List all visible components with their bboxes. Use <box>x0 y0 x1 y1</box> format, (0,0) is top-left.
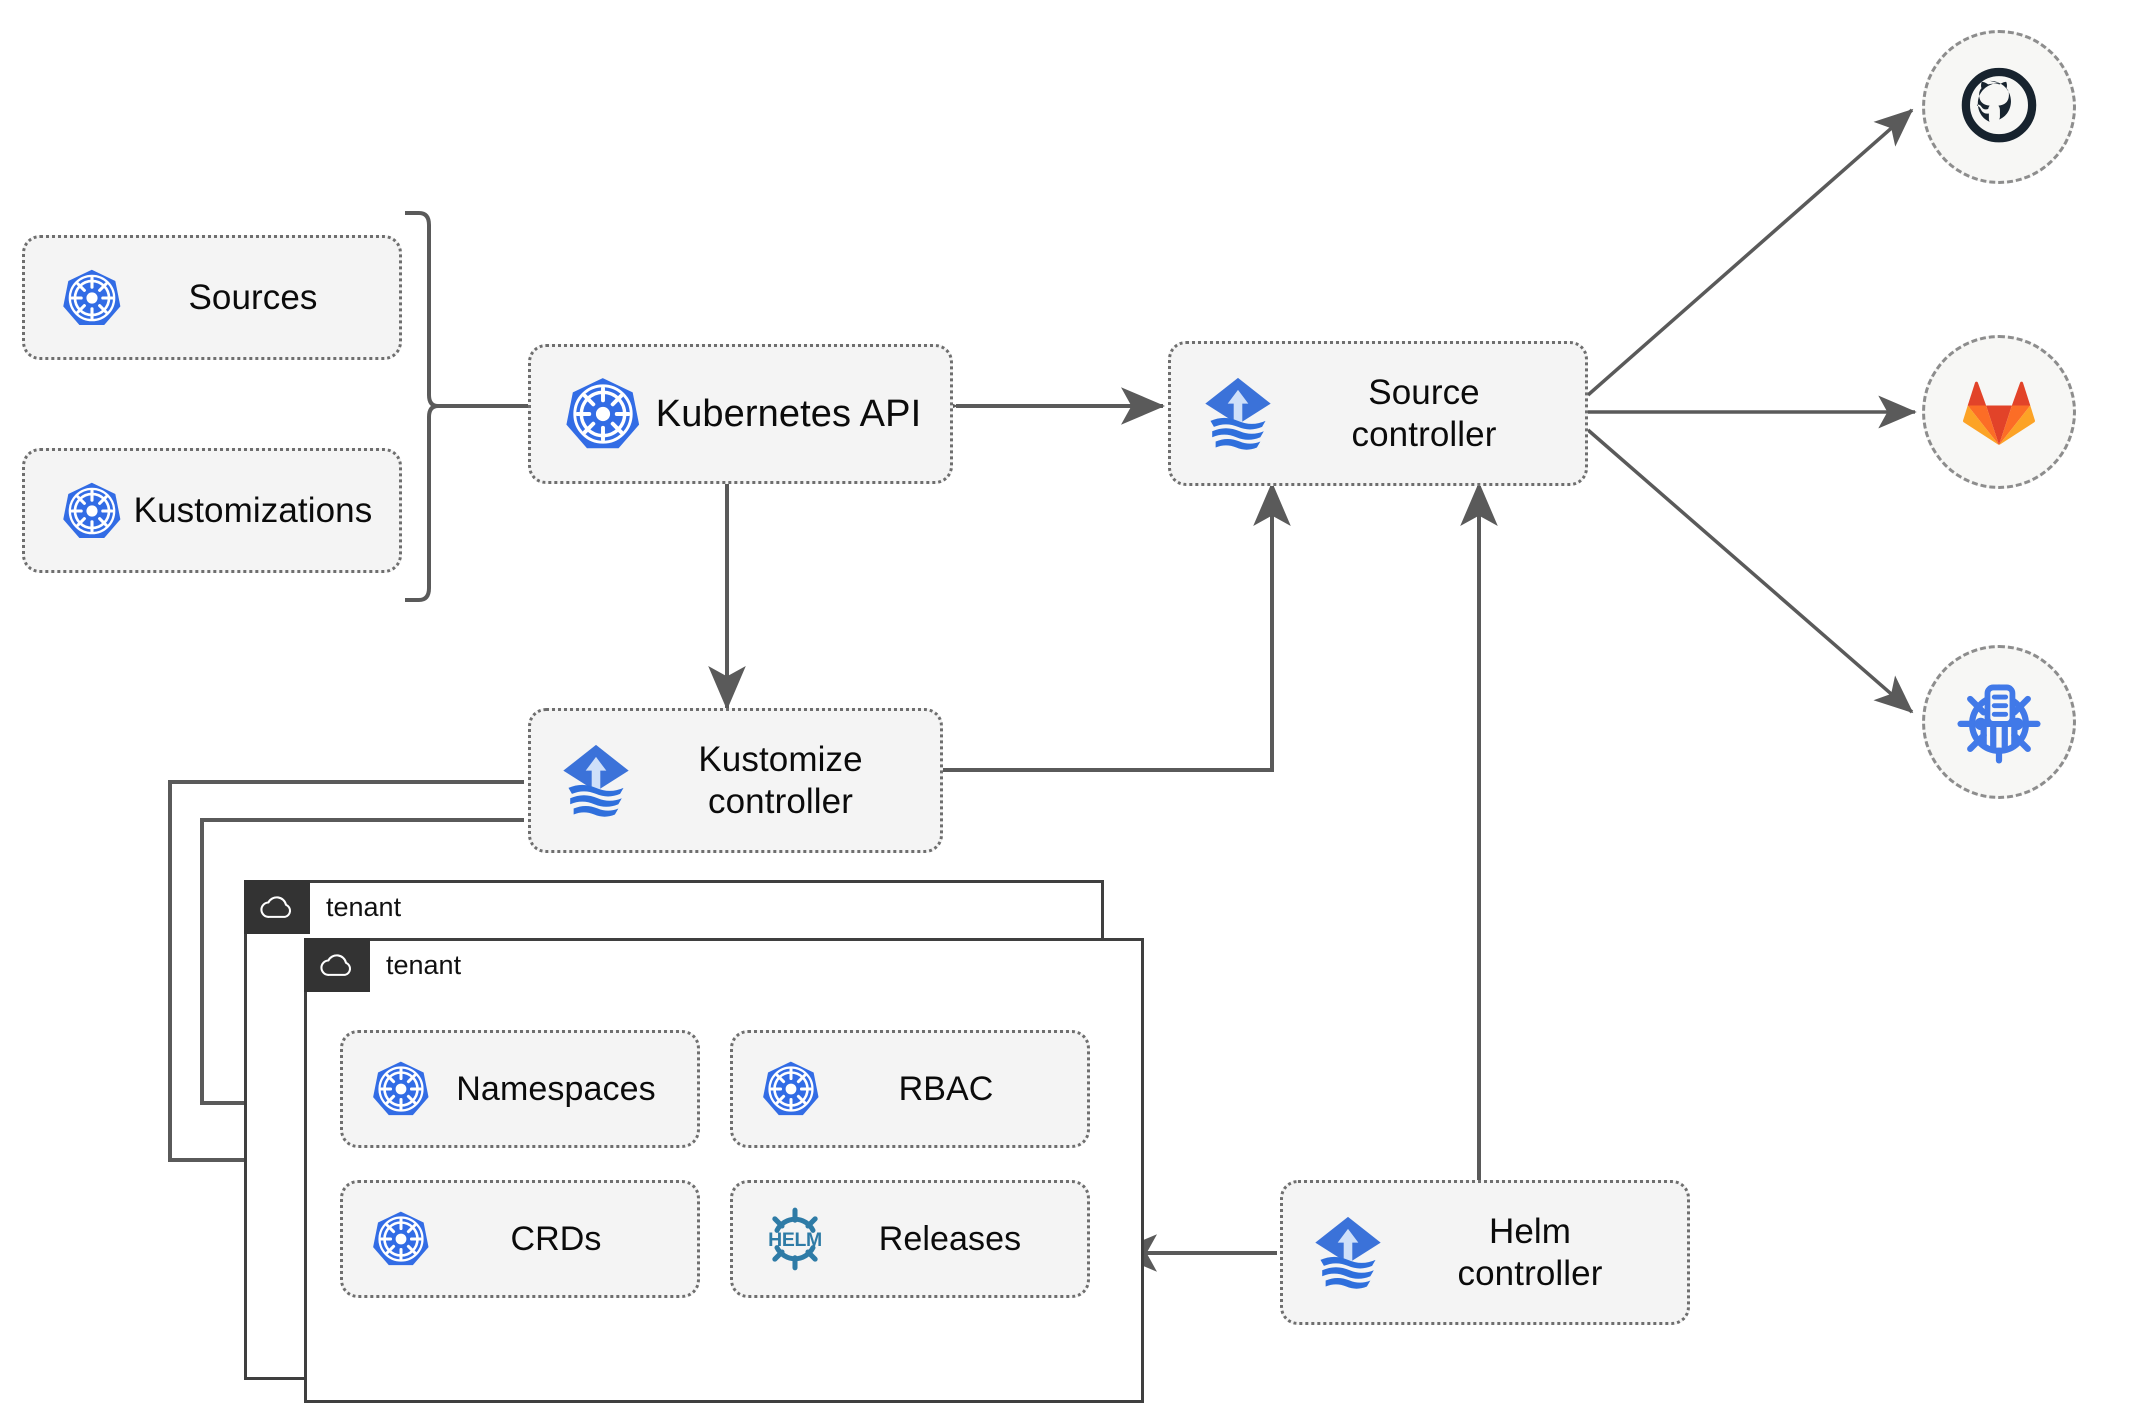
endpoint-github[interactable] <box>1922 30 2076 184</box>
node-namespaces[interactable]: Namespaces <box>340 1030 700 1148</box>
node-label: Releases <box>878 1219 1022 1258</box>
tenant-header: tenant <box>244 880 401 934</box>
node-label: Kubernetes API <box>655 392 922 435</box>
node-crds[interactable]: CRDs <box>340 1180 700 1298</box>
kubernetes-icon <box>369 1207 433 1271</box>
kubernetes-icon <box>59 265 125 331</box>
node-kubernetes-api[interactable]: Kubernetes API <box>528 344 953 484</box>
node-sources[interactable]: Sources <box>22 235 402 360</box>
kubernetes-icon <box>369 1057 433 1121</box>
flux-icon <box>1305 1210 1391 1296</box>
gitlab-icon <box>1963 381 2035 446</box>
node-label: Source controller <box>1351 373 1497 454</box>
node-rbac[interactable]: RBAC <box>730 1030 1090 1148</box>
node-label: RBAC <box>898 1069 994 1108</box>
node-label: CRDs <box>510 1219 602 1258</box>
node-source-controller[interactable]: Source controller <box>1168 341 1588 486</box>
node-releases[interactable]: HELM Releases <box>730 1180 1090 1298</box>
endpoint-helm-repository[interactable] <box>1922 645 2076 799</box>
cloud-icon <box>244 880 310 934</box>
flux-icon <box>1195 371 1281 457</box>
helm-repository-icon <box>1957 684 2041 764</box>
cloud-icon <box>304 938 370 992</box>
node-label: Helm controller <box>1457 1212 1603 1293</box>
tenant-panel-front[interactable]: tenant <box>304 938 1144 1403</box>
kubernetes-icon <box>759 1057 823 1121</box>
kubernetes-icon <box>59 478 125 544</box>
svg-text:HELM: HELM <box>768 1229 822 1251</box>
tenant-header: tenant <box>304 938 461 992</box>
node-kustomize-controller[interactable]: Kustomize controller <box>528 708 943 853</box>
tenant-label: tenant <box>326 891 402 922</box>
node-label: Kustomizations <box>133 490 373 530</box>
tenant-label: tenant <box>386 949 462 980</box>
node-helm-controller[interactable]: Helm controller <box>1280 1180 1690 1325</box>
node-label: Kustomize controller <box>698 740 863 821</box>
flux-icon <box>553 738 639 824</box>
kubernetes-icon <box>561 372 645 456</box>
node-label: Namespaces <box>456 1069 656 1108</box>
node-label: Sources <box>188 277 318 317</box>
github-icon <box>1961 67 2037 143</box>
node-kustomizations[interactable]: Kustomizations <box>22 448 402 573</box>
helm-icon: HELM <box>759 1203 831 1275</box>
endpoint-gitlab[interactable] <box>1922 335 2076 489</box>
